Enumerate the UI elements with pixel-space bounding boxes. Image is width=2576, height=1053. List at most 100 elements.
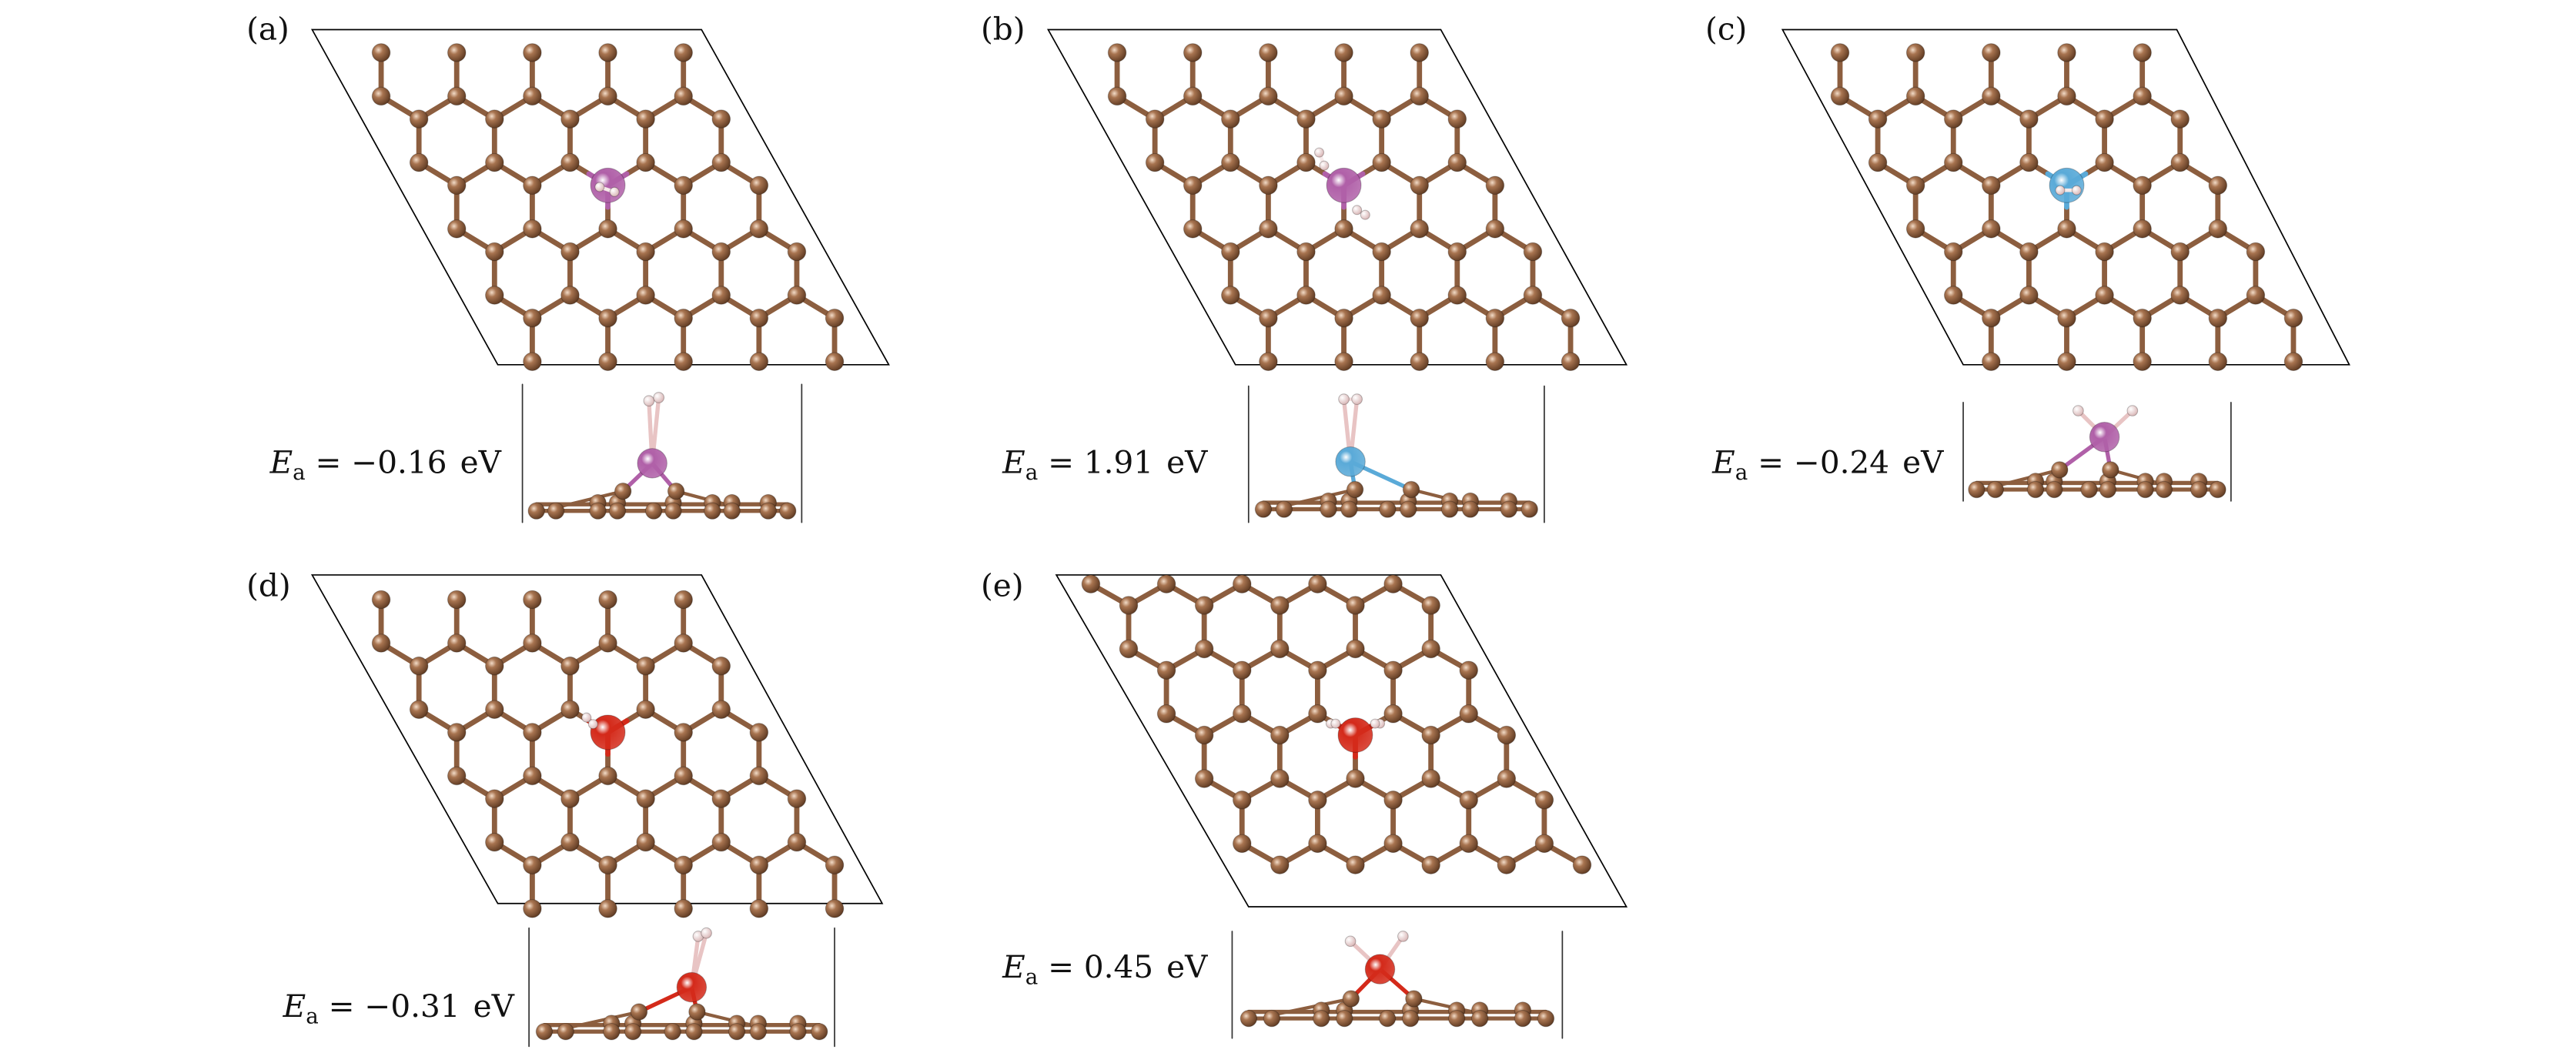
carbon-atom [810, 1022, 828, 1041]
carbon-atom [1259, 86, 1278, 106]
carbon-atom [1372, 152, 1391, 172]
carbon-atom [1943, 242, 1963, 262]
carbon-atom [1372, 109, 1391, 129]
carbon-atom [2155, 480, 2173, 499]
carbon-atom [1521, 500, 1538, 518]
carbon-atom [371, 590, 391, 610]
carbon-atom [485, 286, 504, 305]
carbon-atom [749, 308, 769, 328]
carbon-atom [598, 855, 617, 875]
carbon-atom [1470, 1009, 1489, 1028]
carbon-atom [749, 723, 769, 742]
carbon-atom [485, 656, 504, 676]
carbon-atom [2102, 461, 2119, 479]
carbon-atom [688, 1003, 706, 1021]
dopant-atom [1335, 446, 1366, 477]
carbon-atom [1383, 704, 1403, 724]
carbon-atom [1982, 176, 2001, 196]
carbon-atom [1346, 596, 1365, 615]
carbon-atom [1497, 769, 1517, 788]
energy-unit: eV [1166, 948, 1208, 985]
carbon-atom [598, 219, 617, 239]
carbon-atom [1221, 109, 1240, 129]
carbon-atom [1221, 286, 1240, 305]
carbon-atom [1401, 1009, 1420, 1028]
carbon-atom [527, 502, 545, 520]
dopant-atom [637, 448, 667, 479]
carbon-atom [1447, 1009, 1466, 1028]
carbon-atom [2133, 86, 2152, 106]
equals-sign: = [1048, 948, 1074, 985]
carbon-atom [1379, 500, 1397, 518]
carbon-atom [674, 723, 693, 742]
carbon-atom [1320, 500, 1337, 518]
carbon-atom [1982, 219, 2001, 239]
carbon-atom [485, 152, 504, 172]
carbon-atom [447, 766, 467, 786]
carbon-atom [2133, 176, 2152, 196]
carbon-atom [636, 152, 655, 172]
carbon-atom [636, 700, 655, 719]
energy-value: −0.24 [1794, 444, 1889, 481]
hydrogen-atom [1314, 147, 1325, 158]
carbon-atom [711, 656, 731, 676]
carbon-atom [1868, 152, 1888, 172]
carbon-atom [2136, 480, 2154, 499]
carbon-atom [2080, 480, 2098, 499]
hydrogen-atom [2126, 405, 2139, 416]
carbon-atom [1534, 791, 1554, 810]
carbon-atom [1497, 855, 1517, 874]
carbon-atom [2051, 461, 2069, 479]
carbon-atom [1943, 286, 1963, 305]
carbon-atom [1421, 855, 1440, 874]
carbon-atom [447, 590, 467, 610]
carbon-atom [1905, 43, 1925, 62]
unit-cell [1046, 28, 1628, 366]
carbon-atom [2019, 152, 2039, 172]
carbon-atom [1485, 352, 1505, 372]
carbon-atom [825, 352, 845, 372]
carbon-atom [1145, 152, 1165, 172]
carbon-atom [1296, 242, 1316, 262]
carbon-atom [2190, 480, 2208, 499]
hydrogen-atom [1352, 205, 1363, 216]
carbon-atom [2170, 286, 2190, 305]
carbon-atom [1982, 86, 2001, 106]
carbon-atom [1259, 176, 1278, 196]
carbon-bond [2109, 468, 2166, 486]
carbon-atom [1232, 574, 1252, 593]
hydrogen-atom [581, 712, 592, 723]
carbon-atom [711, 789, 731, 808]
carbon-atom [1183, 219, 1203, 239]
energy-symbol: E [283, 988, 306, 1025]
carbon-atom [1334, 86, 1353, 106]
carbon-atom [1485, 176, 1505, 196]
carbon-atom [2026, 480, 2045, 499]
hydrogen-atom [1344, 935, 1357, 948]
hydrogen-atom [1338, 393, 1350, 405]
carbon-atom [1259, 219, 1278, 239]
carbon-atom [1383, 574, 1403, 593]
carbon-atom [1421, 639, 1440, 659]
energy-subscript: a [1025, 964, 1039, 989]
carbon-atom [2133, 308, 2152, 328]
carbon-atom [1405, 990, 1423, 1008]
energy-symbol: E [1711, 444, 1735, 481]
carbon-atom [1440, 500, 1459, 518]
carbon-atom [523, 766, 542, 786]
carbon-atom [2208, 176, 2228, 196]
carbon-atom [674, 855, 693, 875]
carbon-atom [1982, 352, 2001, 372]
carbon-bond [674, 489, 734, 508]
carbon-atom [447, 723, 467, 742]
carbon-atom [2057, 352, 2076, 372]
carbon-atom [1982, 43, 2001, 62]
carbon-atom [711, 286, 731, 305]
carbon-atom [1194, 596, 1214, 615]
carbon-atom [711, 242, 731, 262]
carbon-atom [523, 899, 542, 918]
carbon-atom [2057, 308, 2076, 328]
carbon-atom [1232, 834, 1252, 854]
